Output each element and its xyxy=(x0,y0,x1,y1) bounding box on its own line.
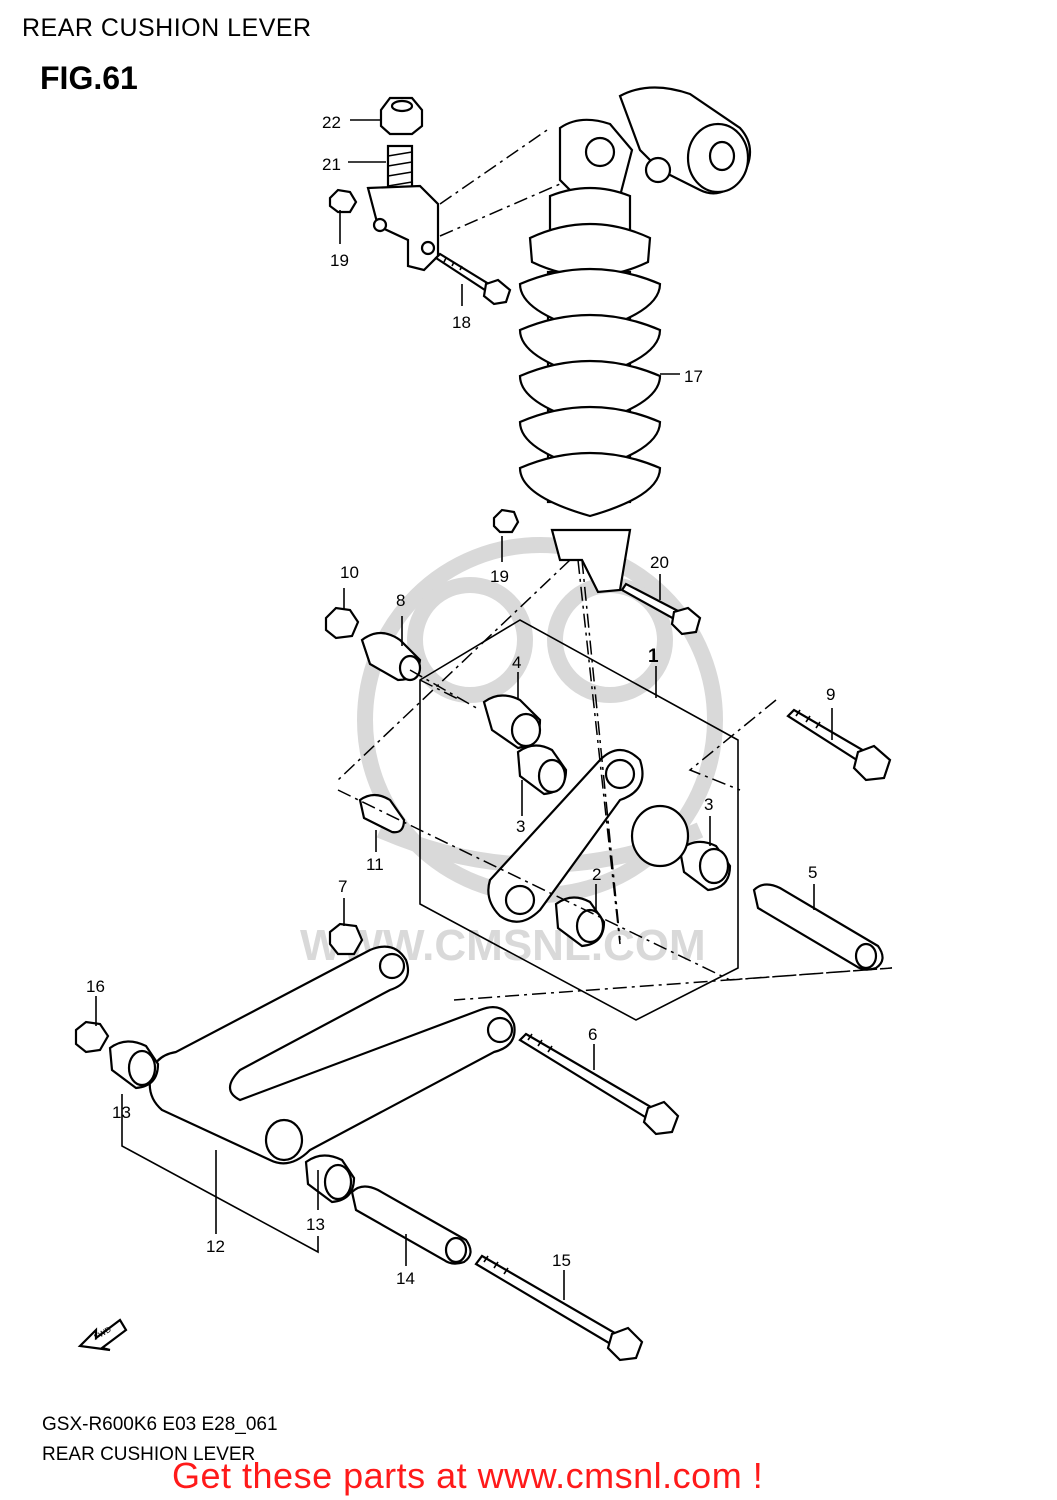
callout-22: 22 xyxy=(322,113,341,132)
callout-2: 2 xyxy=(592,865,601,884)
callout-18: 18 xyxy=(452,313,471,332)
callout-20: 20 xyxy=(650,553,669,572)
callout-11: 11 xyxy=(366,855,384,874)
callout-7: 7 xyxy=(338,877,347,896)
shock-top-mount xyxy=(558,86,752,202)
assembly-bracket xyxy=(419,619,739,1021)
callout-3-right: 3 xyxy=(704,795,713,814)
watermark: WWW.CMSNL.COM xyxy=(300,537,723,970)
part-5-sleeve xyxy=(752,883,884,971)
callout-12: 12 xyxy=(206,1237,225,1256)
part-2-rod xyxy=(487,748,644,923)
callout-17: 17 xyxy=(684,367,703,386)
callout-15: 15 xyxy=(552,1251,571,1270)
callout-4: 4 xyxy=(512,653,521,672)
callout-16: 16 xyxy=(86,977,105,996)
leader-lines xyxy=(95,119,833,1300)
part-4-bearing xyxy=(482,694,542,750)
part-6-bolt xyxy=(518,1032,680,1136)
promo-link[interactable]: Get these parts at www.cmsnl.com ! xyxy=(172,1455,764,1496)
part-19-nut-upper xyxy=(328,188,358,214)
part-22-nut xyxy=(379,96,424,136)
callout-19-lower: 19 xyxy=(490,567,509,586)
callout-10: 10 xyxy=(340,563,359,582)
part-13-bearing-lower xyxy=(304,1154,356,1204)
part-8-collar xyxy=(360,631,422,682)
shock-absorber xyxy=(518,186,662,594)
part-2-bearing xyxy=(554,896,606,948)
callout-14: 14 xyxy=(396,1269,415,1288)
figure-label: FIG.61 xyxy=(40,60,138,96)
page-title: REAR CUSHION LEVER xyxy=(22,14,312,42)
part-11-spacer xyxy=(358,793,406,834)
part-9-bolt xyxy=(786,708,892,782)
pivot-boss xyxy=(630,804,690,868)
part-10-nut xyxy=(324,606,360,640)
callout-19-upper: 19 xyxy=(330,251,349,270)
footer-section-name: REAR CUSHION LEVER xyxy=(42,1444,256,1465)
part-13-bearing-upper xyxy=(108,1040,160,1090)
footer-model-code: GSX-R600K6 E03 E28_061 xyxy=(42,1414,278,1435)
assembly-guide-lines xyxy=(337,127,893,1001)
fwd-arrow-icon: FWD xyxy=(77,1318,128,1352)
part-7-nut xyxy=(328,922,364,956)
part-14-sleeve xyxy=(350,1185,472,1265)
part-16-nut xyxy=(74,1020,110,1054)
callout-6: 6 xyxy=(588,1025,597,1044)
callout-3-left: 3 xyxy=(516,817,525,836)
part-12-lever xyxy=(148,945,516,1165)
callout-1: 1 xyxy=(648,646,659,667)
part-20-bolt xyxy=(620,582,702,636)
part-3-bearing-right xyxy=(678,840,732,892)
part-18-bolt xyxy=(434,252,512,306)
callout-13-upper: 13 xyxy=(112,1103,131,1122)
part-19-nut-lower xyxy=(492,508,520,534)
part-15-bolt xyxy=(474,1254,644,1362)
callout-9: 9 xyxy=(826,685,835,704)
part-21-bracket xyxy=(366,144,440,272)
callout-13-lower: 13 xyxy=(306,1215,325,1234)
part-3-bearing-left xyxy=(516,744,568,796)
callout-21: 21 xyxy=(322,155,341,174)
callout-5: 5 xyxy=(808,863,817,882)
callout-8: 8 xyxy=(396,591,405,610)
callout-labels: 22 21 19 18 17 19 20 10 8 1 4 9 3 3 11 2… xyxy=(86,113,835,1288)
